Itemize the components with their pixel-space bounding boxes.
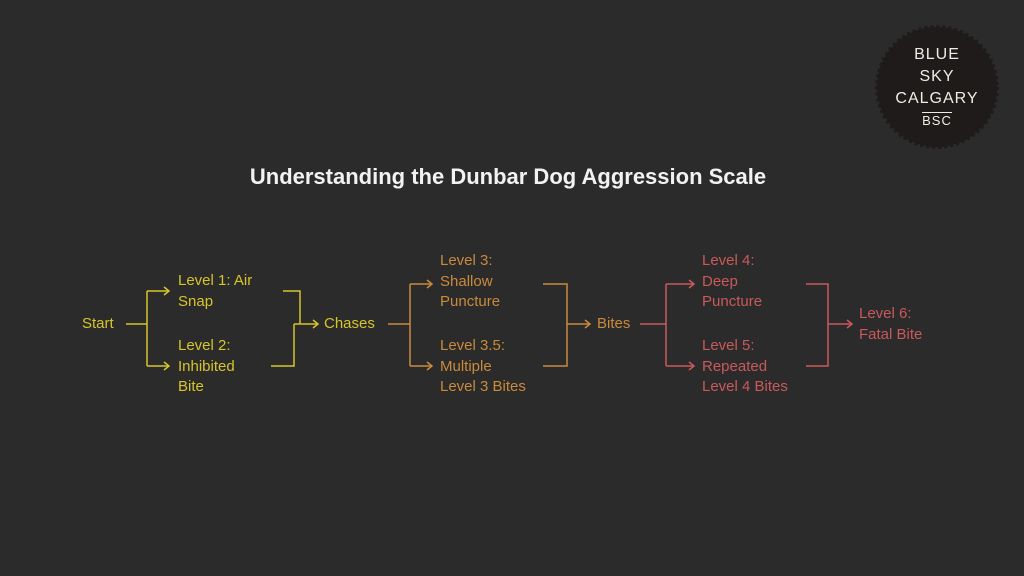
- logo-text: BLUE SKY CALGARY BSC: [874, 44, 1000, 132]
- node-label: Multiple: [440, 357, 492, 375]
- logo-line: BLUE: [914, 46, 960, 63]
- node-level-3-5: Level 3.5: Multiple Level 3 Bites: [440, 336, 526, 398]
- arrow-icon: [688, 279, 696, 371]
- node-label: Puncture: [440, 293, 501, 310]
- branch-line: [640, 283, 694, 367]
- node-label: Snap: [178, 292, 214, 310]
- branch-line: [126, 290, 169, 367]
- branch-line: [388, 283, 432, 367]
- node-label: Level 6:: [859, 305, 912, 322]
- arrow-icon: [312, 319, 320, 329]
- node-level-5: Level 5: Repeated Level 4 Bites: [702, 336, 788, 398]
- node-label: Bite: [178, 378, 204, 395]
- node-label: Shallow: [440, 272, 493, 290]
- node-label: Level 2:: [178, 337, 231, 354]
- node-level-4: Level 4: Deep Puncture: [702, 251, 762, 313]
- blue-sky-calgary-logo: [875, 25, 999, 149]
- node-level-3: Level 3: Shallow Puncture: [440, 251, 500, 313]
- stage1-connectors: [126, 286, 320, 371]
- arrow-icon: [584, 319, 592, 329]
- stage2-connectors: [388, 279, 592, 371]
- node-label: Chases: [324, 315, 375, 332]
- node-chases: Chases: [324, 314, 375, 335]
- node-label: Puncture: [702, 293, 763, 310]
- logo-line: SKY: [919, 68, 955, 85]
- node-label: Level 3 Bites: [440, 378, 526, 395]
- node-label: Level 3.5:: [440, 337, 506, 354]
- node-label: Repeated: [702, 357, 768, 375]
- node-label: Level 3:: [440, 252, 493, 269]
- merge-line: [806, 283, 852, 367]
- arrow-icon: [426, 279, 434, 371]
- node-level-2: Level 2: Inhibited Bite: [178, 336, 235, 398]
- node-label: Inhibited: [178, 357, 235, 375]
- page-title: Understanding the Dunbar Dog Aggression …: [249, 164, 767, 189]
- node-bites: Bites: [597, 314, 630, 335]
- arrow-icon: [163, 286, 171, 371]
- merge-line: [271, 290, 318, 367]
- node-label: Start: [82, 315, 114, 332]
- arrow-icon: [846, 319, 854, 329]
- node-label: Level 5:: [702, 337, 755, 354]
- node-level-6: Level 6: Fatal Bite: [859, 304, 922, 345]
- logo-line: CALGARY: [895, 90, 979, 107]
- node-level-1: Level 1: Air Snap: [178, 271, 252, 312]
- node-start: Start: [82, 314, 114, 335]
- node-label: Deep: [702, 272, 738, 290]
- logo-abbr: BSC: [922, 112, 952, 128]
- node-label: Level 1: Air: [178, 272, 253, 289]
- node-label: Level 4 Bites: [702, 378, 788, 395]
- stage3-connectors: [640, 279, 854, 371]
- node-label: Bites: [597, 315, 631, 332]
- node-label: Fatal Bite: [859, 325, 923, 343]
- node-label: Level 4:: [702, 252, 755, 269]
- merge-line: [543, 283, 590, 367]
